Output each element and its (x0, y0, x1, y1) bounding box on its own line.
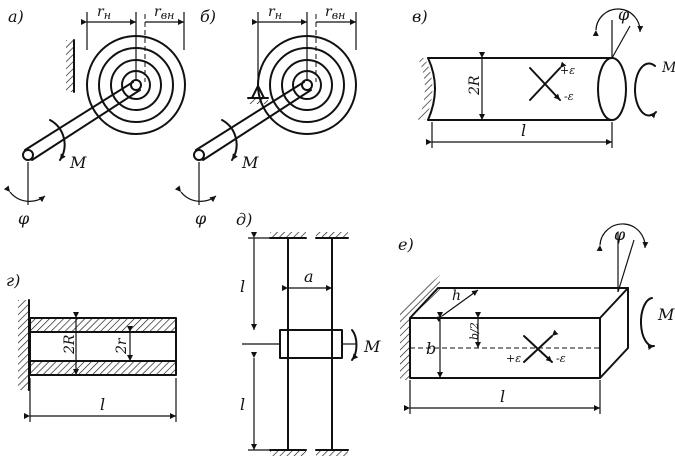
panel-v-round-bar: в) 2R +ε -ε l φ M (412, 5, 675, 148)
panel-a-moment-arrow (49, 119, 66, 161)
panel-a-angle: φ (18, 209, 30, 228)
panel-e-height: b (426, 339, 436, 358)
panel-d-label: д) (236, 210, 252, 229)
panel-e-box (409, 287, 629, 379)
panel-e-moment: M (657, 305, 675, 324)
panel-b-label: б) (200, 7, 216, 26)
panel-v-strain-pos: +ε (560, 64, 575, 77)
panel-a-r-inner: rвн (154, 4, 174, 22)
panel-a-label: a) (8, 7, 24, 26)
panel-e-length: l (500, 387, 505, 406)
panel-v-diameter: 2R (467, 75, 483, 96)
panel-e-depth: h (452, 288, 461, 304)
panel-v-strain-neg: -ε (564, 90, 574, 103)
panel-e-angle: φ (614, 225, 626, 244)
panel-e-label: е) (398, 235, 414, 254)
panel-d-upper-length: l (240, 277, 245, 296)
panel-v-wall (418, 58, 433, 120)
panel-b-spiral-spring: б) rн rвн M φ (174, 4, 357, 228)
panel-b-moment-arrow (221, 119, 238, 161)
panel-b-r-outer: rн (268, 4, 282, 22)
panel-d-lower-length: l (240, 395, 245, 414)
panel-e-wall (400, 275, 440, 380)
panel-a-wall (66, 40, 74, 92)
panel-v-angle: φ (618, 5, 630, 24)
panel-e-angle-arrow (596, 223, 649, 252)
panel-b-angle: φ (195, 209, 207, 228)
panel-a-lever (22, 81, 141, 161)
panel-v-length: l (521, 121, 526, 140)
panel-g-tube-outline (29, 317, 177, 376)
panel-a-moment: M (69, 153, 87, 172)
panel-e-half-height: b/2 (468, 322, 481, 340)
panel-v-moment-arrow (634, 62, 657, 119)
panel-e-strain-pos: +ε (506, 352, 521, 365)
panel-d-moment: M (363, 337, 381, 356)
panel-d-offset: a (304, 267, 314, 286)
panel-a-angle-arrow (3, 185, 46, 203)
panel-a-spiral-spring: a) rн rвн M φ (3, 4, 186, 228)
panel-v-label: в) (412, 7, 428, 26)
panel-e-rect-bar: е) b h b/2 +ε -ε l φ (398, 223, 675, 414)
panel-e-strain-neg: -ε (556, 352, 566, 365)
panel-a-r-outer: rн (97, 4, 111, 22)
panel-g-label: г) (6, 271, 20, 290)
panel-g-inner-diameter: 2r (114, 337, 130, 355)
panel-d-moment-arrow (351, 329, 359, 361)
panel-v-angle-arrow (592, 8, 644, 37)
panel-b-angle-arrow (174, 185, 217, 203)
panel-e-moment-arrow (639, 297, 655, 350)
panel-g-wall (18, 300, 28, 390)
panel-v-end-face (597, 57, 627, 121)
panel-d-twin-rods: д) l l a M (236, 210, 381, 456)
panel-g-outer-diameter: 2R (62, 334, 78, 355)
panel-g-hollow-tube: г) 2R 2r l (6, 271, 177, 422)
panel-b-lever (193, 81, 312, 161)
panel-g-length: l (100, 395, 105, 414)
panel-b-moment: M (241, 153, 259, 172)
panel-b-r-inner: rвн (325, 4, 345, 22)
panel-v-moment: M (661, 60, 675, 76)
